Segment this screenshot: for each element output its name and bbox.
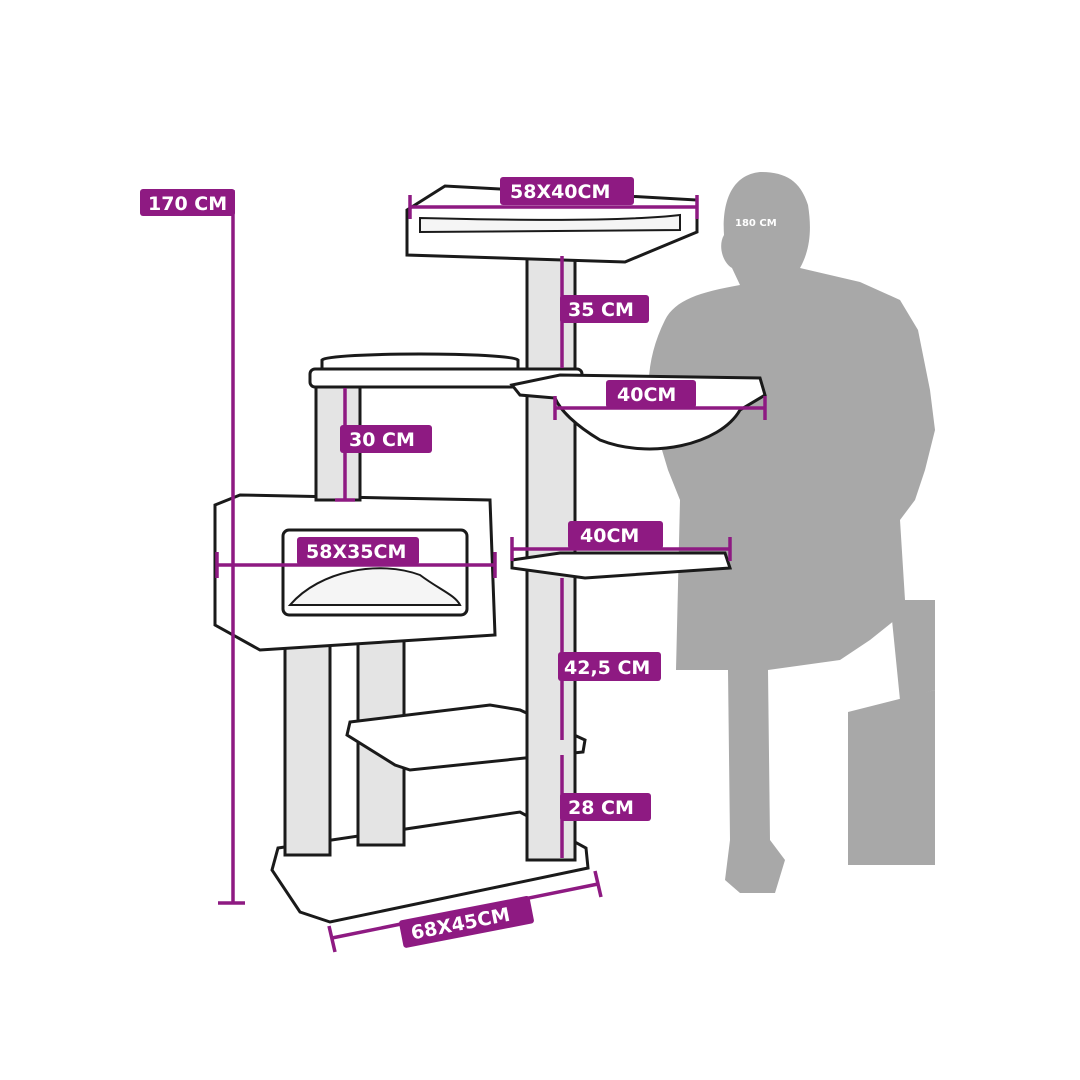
dimension-label: 35 CM xyxy=(568,299,634,321)
dimension-left-post: 30 CM xyxy=(335,388,432,502)
dimension-top-platform: 58X40CM xyxy=(408,177,699,219)
top-platform-cushion xyxy=(419,213,681,234)
dimension-side-platform: 40CM xyxy=(510,521,732,561)
dimension-label: 40CM xyxy=(617,384,676,406)
dimension-label: 58X35CM xyxy=(306,541,406,563)
dimension-label: 170 CM xyxy=(148,193,227,215)
dimension-total-height: 170 CM xyxy=(140,189,245,905)
side-platform xyxy=(510,551,733,580)
dimension-condo: 58X35CM xyxy=(215,537,497,578)
left-front-post xyxy=(283,643,332,857)
condo-cushion xyxy=(287,567,462,606)
dimension-label: 42,5 CM xyxy=(564,657,650,679)
dimension-label: 30 CM xyxy=(349,429,415,451)
dimension-label: 58X40CM xyxy=(510,181,610,203)
middle-platform-cushion xyxy=(320,352,520,372)
dimension-middle-post: 42,5 CM xyxy=(558,578,661,740)
dimension-label: 28 CM xyxy=(568,797,634,819)
dimension-hammock: 40CM xyxy=(553,380,767,420)
dimension-bottom-post: 28 CM xyxy=(560,755,651,858)
person-silhouette: 180 CM xyxy=(648,172,935,893)
dimension-label: 40CM xyxy=(580,525,639,547)
dimension-top-post: 35 CM xyxy=(560,256,649,368)
person-height-label: 180 CM xyxy=(735,218,777,229)
